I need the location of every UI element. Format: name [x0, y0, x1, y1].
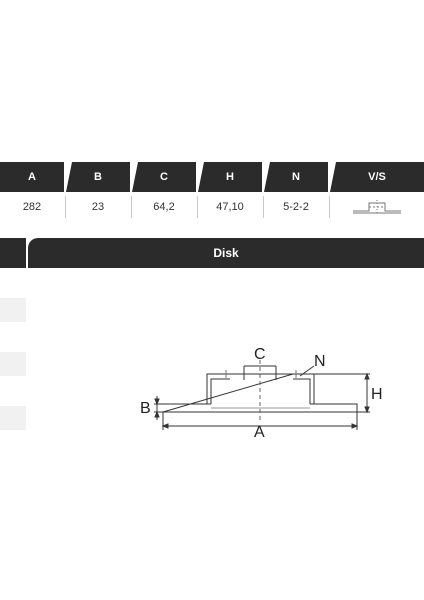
- cell-divider: [329, 196, 330, 218]
- cell-b: 23: [66, 196, 130, 218]
- col-header-n-label: N: [292, 171, 300, 183]
- section-title: Disk: [213, 246, 239, 260]
- drawing-label-a: A: [254, 424, 265, 441]
- drawing-label-c: C: [254, 346, 266, 363]
- side-thumbnail: [0, 298, 26, 322]
- drawing-label-n: N: [314, 353, 326, 370]
- cell-c-value: 64,2: [153, 201, 175, 213]
- col-header-c: C: [132, 162, 196, 192]
- col-header-b: B: [66, 162, 130, 192]
- cell-h-value: 47,10: [216, 201, 244, 213]
- cell-vs: [330, 196, 424, 218]
- col-header-h: H: [198, 162, 262, 192]
- cell-n: 5-2-2: [264, 196, 328, 218]
- col-header-c-label: C: [160, 171, 168, 183]
- cell-n-value: 5-2-2: [283, 201, 309, 213]
- col-header-a-label: A: [28, 171, 36, 183]
- col-header-n: N: [264, 162, 328, 192]
- cell-h: 47,10: [198, 196, 262, 218]
- drawing-label-b: B: [140, 400, 151, 417]
- cell-c: 64,2: [132, 196, 196, 218]
- col-header-a: A: [0, 162, 64, 192]
- col-header-vs-label: V/S: [368, 171, 386, 183]
- col-header-vs: V/S: [330, 162, 424, 192]
- cell-b-value: 23: [91, 201, 105, 213]
- cell-divider: [263, 196, 264, 218]
- vented-disc-profile-icon: [353, 200, 401, 214]
- cell-a-value: 282: [22, 201, 42, 213]
- drawing-label-h: H: [371, 386, 383, 403]
- cell-divider: [65, 196, 66, 218]
- col-header-b-label: B: [94, 171, 102, 183]
- cell-divider: [131, 196, 132, 218]
- cell-a: 282: [0, 196, 64, 218]
- side-thumbnail: [0, 352, 26, 376]
- section-title-bar: Disk: [28, 238, 424, 268]
- section-bar-left: [0, 238, 26, 268]
- side-thumbnail: [0, 406, 26, 430]
- cell-divider: [197, 196, 198, 218]
- col-header-h-label: H: [226, 171, 234, 183]
